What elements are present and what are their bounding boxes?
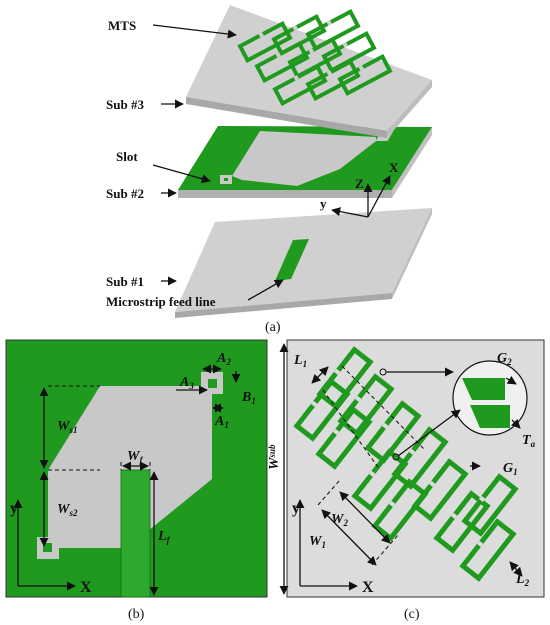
dim-wf: Wf bbox=[127, 449, 143, 465]
dim-b1: B1 bbox=[241, 390, 256, 406]
dim-g1: G1 bbox=[503, 461, 518, 477]
axis-x-label: X bbox=[362, 579, 374, 596]
dim-a2: A2 bbox=[216, 351, 231, 367]
label-slot: Slot bbox=[116, 149, 138, 164]
panel-b: A2 A3 B1 A1 Ws1 Wf Ws2 Lf y X (b) bbox=[5, 339, 268, 622]
slot bbox=[232, 131, 376, 186]
substrate-1 bbox=[175, 208, 432, 318]
dim-ws2: Ws2 bbox=[57, 502, 78, 518]
dim-a1: A1 bbox=[214, 414, 229, 430]
dim-g2: G2 bbox=[497, 351, 512, 367]
label-feed-line: Microstrip feed line bbox=[106, 294, 216, 309]
axis-y-label: y bbox=[10, 500, 18, 517]
dim-wsub: Wsub bbox=[267, 444, 282, 470]
microstrip-feed-line bbox=[120, 469, 151, 598]
substrate-3 bbox=[186, 5, 432, 138]
dim-a3: A3 bbox=[179, 375, 194, 391]
axis-x-label: X bbox=[389, 160, 399, 175]
dim-w2: W2 bbox=[331, 512, 348, 528]
axis-x-label: X bbox=[80, 579, 92, 596]
panel-c: L1 G2 Ta G1 W2 W1 L2 Wsub y X (c) bbox=[267, 339, 545, 622]
axis-z-label: Z bbox=[355, 176, 364, 191]
dim-l1: L1 bbox=[293, 353, 307, 369]
caption-b: (b) bbox=[128, 607, 145, 622]
dim-ws1: Ws1 bbox=[57, 419, 77, 435]
caption-a: (a) bbox=[265, 320, 281, 335]
dim-w1: W1 bbox=[309, 534, 326, 550]
gap-detail-zoom bbox=[379, 360, 528, 461]
axis-y-label: y bbox=[320, 196, 327, 211]
axis-y-label: y bbox=[292, 500, 300, 517]
label-sub3: Sub #3 bbox=[106, 97, 144, 112]
caption-c: (c) bbox=[404, 607, 420, 622]
dim-lf: Lf bbox=[157, 529, 171, 545]
label-mts: MTS bbox=[108, 18, 136, 33]
panel-a: MTS Sub #3 Slot Sub #2 Sub #1 Microstrip… bbox=[106, 5, 432, 335]
label-sub1: Sub #1 bbox=[106, 274, 144, 289]
dim-ta: Ta bbox=[522, 433, 536, 449]
label-sub2: Sub #2 bbox=[106, 186, 144, 201]
microstrip-feed-line bbox=[275, 239, 309, 281]
dim-l2: L2 bbox=[515, 572, 530, 588]
